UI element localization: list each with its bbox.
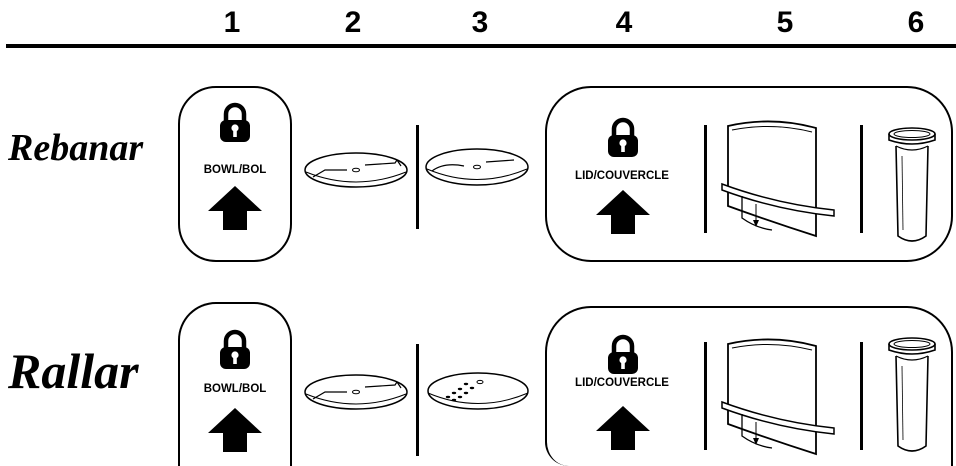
bowl-lock-panel	[178, 302, 292, 466]
up-arrow-icon	[208, 408, 262, 452]
small-pusher-icon	[888, 127, 936, 242]
up-arrow-icon	[208, 186, 262, 230]
slicing-disc-icon	[425, 148, 529, 186]
shredding-disc-icon	[427, 372, 529, 410]
step-divider	[860, 342, 863, 450]
step-divider	[416, 344, 419, 456]
step-number-3: 3	[471, 6, 489, 39]
food-pusher-icon	[721, 338, 835, 456]
bowl-label: BOWL/BOL	[203, 383, 267, 395]
row-label: Rebanar	[8, 127, 144, 169]
header-rule	[6, 44, 956, 48]
lock-icon	[608, 334, 638, 374]
step-number-1: 1	[223, 6, 241, 39]
lock-icon	[220, 102, 250, 142]
row-label: Rallar	[8, 343, 139, 399]
lid-assembly-panel	[545, 306, 953, 466]
lid-assembly-panel	[545, 86, 953, 262]
slicing-disc-icon	[304, 152, 408, 188]
up-arrow-icon	[596, 406, 650, 450]
up-arrow-icon	[596, 190, 650, 234]
bowl-label: BOWL/BOL	[203, 164, 267, 176]
step-divider	[704, 125, 707, 233]
small-pusher-icon	[888, 337, 936, 452]
step-number-4: 4	[615, 6, 633, 39]
lid-label: LID/COUVERCLE	[575, 377, 669, 389]
lid-label: LID/COUVERCLE	[575, 170, 669, 182]
step-number-5: 5	[776, 6, 794, 39]
step-number-2: 2	[344, 6, 362, 39]
food-pusher-icon	[721, 120, 835, 238]
slicing-disc-icon	[304, 374, 408, 410]
step-header: 1 2 3 4 5 6	[0, 0, 956, 50]
lock-icon	[608, 117, 638, 157]
step-divider	[860, 125, 863, 233]
bowl-lock-panel	[178, 86, 292, 262]
step-divider	[416, 125, 419, 229]
step-number-6: 6	[907, 6, 925, 39]
step-divider	[704, 342, 707, 450]
lock-icon	[220, 329, 250, 369]
